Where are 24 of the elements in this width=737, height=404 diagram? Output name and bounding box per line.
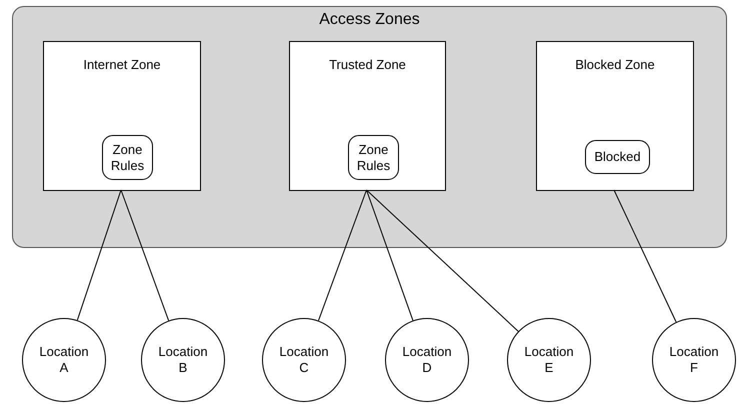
zone-box xyxy=(43,41,201,191)
node-label: Blocked xyxy=(593,149,642,165)
connector-line xyxy=(366,190,519,332)
connector-line xyxy=(120,190,170,322)
zone-box xyxy=(536,41,694,191)
connector-line xyxy=(76,190,122,321)
node-label: Zone Rules xyxy=(110,142,146,174)
zone-box xyxy=(289,41,446,191)
zone-group-panel xyxy=(12,6,727,248)
node-label: Location F xyxy=(668,344,720,376)
connector-line xyxy=(366,190,414,321)
node-label: Location E xyxy=(523,344,575,376)
node-label: Access Zones xyxy=(318,12,421,28)
node-label: Location D xyxy=(401,344,453,376)
node-label: Zone Rules xyxy=(356,142,392,174)
connector-line xyxy=(614,190,677,322)
node-label: Location B xyxy=(157,344,209,376)
node-label: Trusted Zone xyxy=(328,57,407,73)
connector-line xyxy=(318,190,367,322)
node-label: Location C xyxy=(278,344,330,376)
node-label: Location A xyxy=(38,344,90,376)
rule-box xyxy=(585,140,650,174)
node-label: Internet Zone xyxy=(82,57,162,73)
node-label: Blocked Zone xyxy=(574,57,656,73)
